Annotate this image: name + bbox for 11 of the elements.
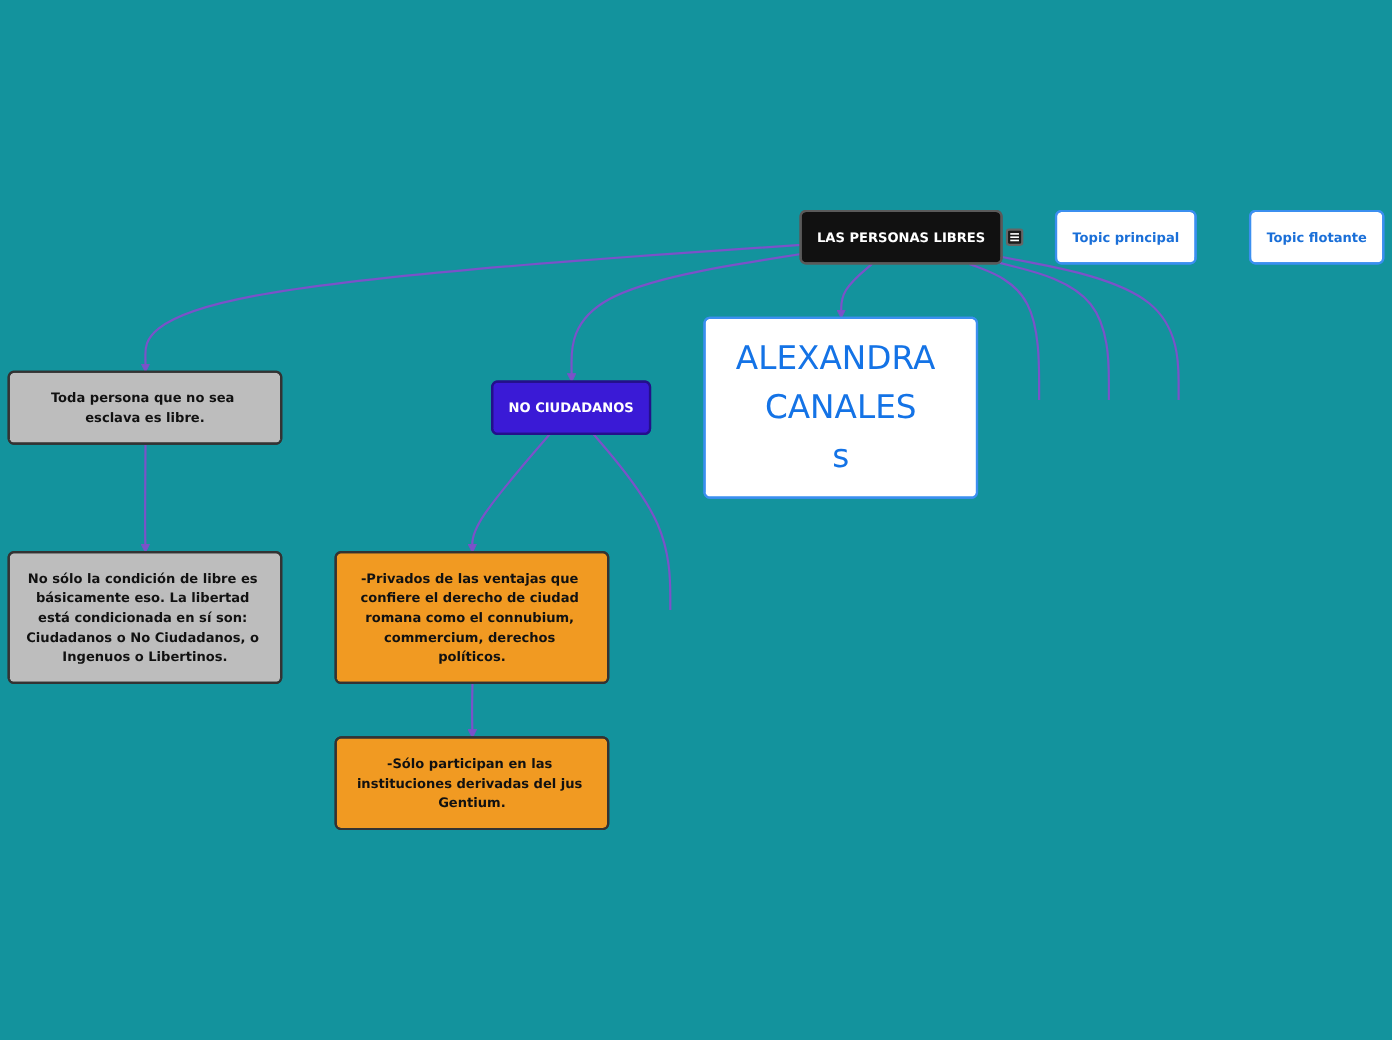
arrow — [836, 263, 873, 319]
topic-box: ALEXANDRA CANALES s — [703, 316, 979, 499]
connector-line — [968, 262, 1041, 401]
arrow — [467, 433, 551, 554]
connector-line — [999, 261, 1110, 401]
connector-line — [592, 433, 672, 610]
arrow — [467, 683, 478, 739]
arrow — [140, 243, 802, 373]
connector-line — [1001, 255, 1180, 401]
arrow — [566, 252, 802, 383]
arrow — [140, 444, 151, 554]
